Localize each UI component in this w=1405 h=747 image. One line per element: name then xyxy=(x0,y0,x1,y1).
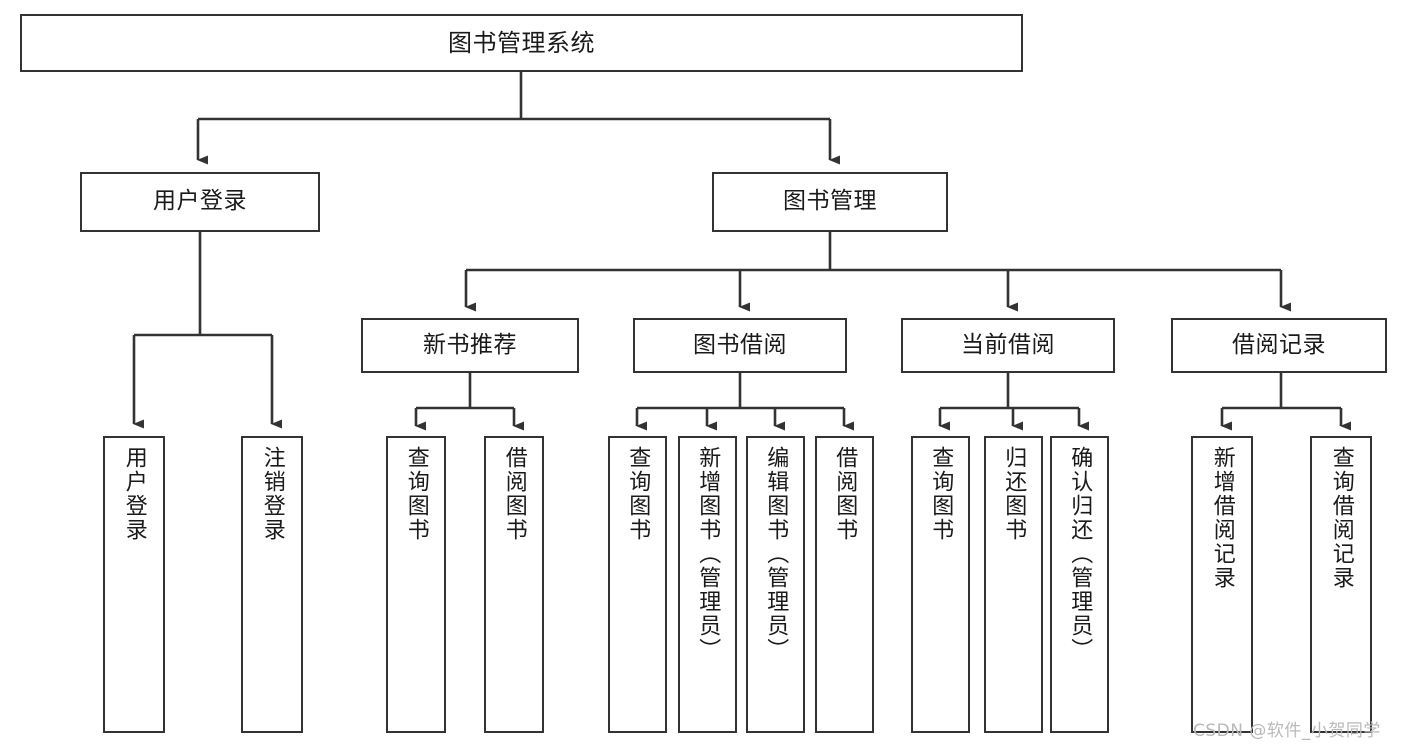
node-new-book-recommendation[interactable]: 新书推荐 xyxy=(361,318,579,373)
leaf-query-books-borrow[interactable]: 查询图书 xyxy=(608,436,667,733)
node-label: 用户登录 xyxy=(121,446,147,542)
leaf-confirm-return-admin[interactable]: 确认归还（管理员） xyxy=(1050,436,1109,733)
node-label: 查询图书 xyxy=(625,446,651,542)
leaf-add-book-admin[interactable]: 新增图书（管理员） xyxy=(678,436,737,733)
node-label: 图书管理 xyxy=(783,188,877,215)
node-label: 当前借阅 xyxy=(961,331,1055,358)
leaf-user-login[interactable]: 用户登录 xyxy=(103,436,165,733)
node-book-management[interactable]: 图书管理 xyxy=(712,172,948,232)
node-label: 查询图书 xyxy=(928,446,954,542)
node-label: 借阅图书 xyxy=(501,446,527,542)
node-root-book-management-system[interactable]: 图书管理系统 xyxy=(20,14,1023,72)
csdn-watermark: CSDN @软件_小贺同学 xyxy=(1193,721,1381,741)
leaf-borrow-books[interactable]: 借阅图书 xyxy=(815,436,874,733)
node-label: 编辑图书（管理员） xyxy=(763,446,789,662)
node-label: 查询借阅记录 xyxy=(1328,446,1354,590)
node-label: 新增借阅记录 xyxy=(1209,446,1235,590)
node-label: 图书管理系统 xyxy=(448,28,595,57)
node-user-login[interactable]: 用户登录 xyxy=(80,172,320,232)
node-label: 图书借阅 xyxy=(693,331,787,358)
leaf-return-books[interactable]: 归还图书 xyxy=(984,436,1043,733)
node-label: 借阅记录 xyxy=(1232,331,1326,358)
leaf-add-borrow-record[interactable]: 新增借阅记录 xyxy=(1191,436,1253,733)
leaf-query-books-current[interactable]: 查询图书 xyxy=(911,436,970,733)
node-book-borrowing[interactable]: 图书借阅 xyxy=(633,318,847,373)
node-borrowing-records[interactable]: 借阅记录 xyxy=(1171,318,1387,373)
leaf-borrow-books-new[interactable]: 借阅图书 xyxy=(484,436,544,733)
leaf-query-borrow-record[interactable]: 查询借阅记录 xyxy=(1310,436,1372,733)
node-label: 用户登录 xyxy=(153,188,247,215)
node-label: 新增图书（管理员） xyxy=(695,446,721,662)
node-label: 归还图书 xyxy=(1001,446,1027,542)
node-label: 确认归还（管理员） xyxy=(1067,446,1093,662)
node-label: 注销登录 xyxy=(259,446,285,542)
node-current-borrowing[interactable]: 当前借阅 xyxy=(901,318,1115,373)
node-label: 借阅图书 xyxy=(832,446,858,542)
leaf-logout[interactable]: 注销登录 xyxy=(241,436,303,733)
node-label: 查询图书 xyxy=(403,446,429,542)
leaf-query-books-new[interactable]: 查询图书 xyxy=(386,436,446,733)
node-label: 新书推荐 xyxy=(423,331,517,358)
leaf-edit-book-admin[interactable]: 编辑图书（管理员） xyxy=(746,436,805,733)
